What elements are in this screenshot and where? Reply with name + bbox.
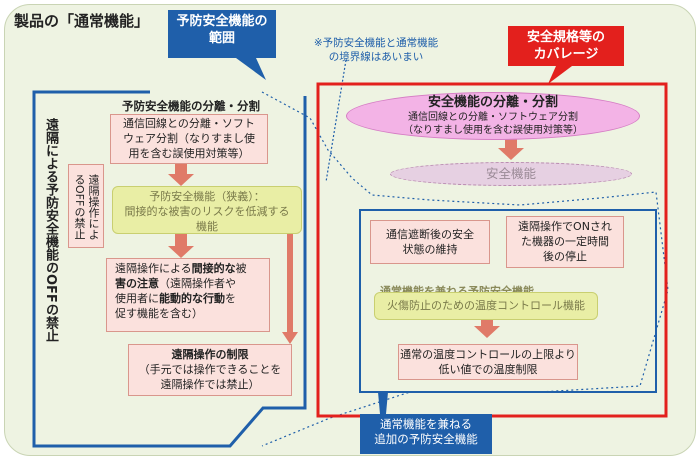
remote-on-stop-box: 遠隔操作でONされた機器の一定時間後の停止 [506, 216, 624, 268]
safety-function-ellipse: 安全機能 [390, 162, 632, 186]
callout-prevent-scope: 予防安全機能の範囲 [168, 10, 276, 58]
boundary-note: ※予防安全機能と通常機能の境界線はあいまい [313, 37, 439, 63]
callout-additional-prevent-function: 通常機能を兼ねる追加の予防安全機能 [360, 414, 492, 454]
indirect-harm-attention-box: 遠隔操作による間接的な被 害の注意（遠隔操作者や 使用者に能動的な行動を 促す機… [106, 258, 270, 332]
remote-limit-box: 遠隔操作の制限（手元では操作できることを遠隔操作では禁止） [128, 344, 292, 396]
note-pointer [325, 59, 347, 183]
left-separation-heading: 予防安全機能の分離・分割 [122, 99, 260, 113]
remote-off-prohibition-label: 遠隔による予防安全機能のOFFの禁止 [43, 118, 58, 342]
page-title: 製品の「通常機能」 [14, 12, 150, 30]
separation-box: 通信回線との分離・ソフトウェア分割（なりすまし使用を含む誤使用対策等） [110, 114, 268, 164]
narrow-prevent-function-box: 予防安全機能（狭義）：間接的な被害のリスクを低減する機能 [112, 186, 302, 234]
standard-coverage-frame [316, 82, 668, 418]
remote-off-box: 遠隔操作によるOFFの禁止 [68, 164, 104, 248]
combined-function-frame [359, 209, 657, 393]
burn-prevention-box: 火傷防止のための温度コントロール機能 [374, 292, 598, 320]
left-arrows [168, 164, 194, 258]
temperature-limit-box: 通常の温度コントロールの上限より低い値での温度制限 [398, 344, 578, 380]
callout-standard-coverage: 安全規格等のカバレージ [508, 26, 624, 66]
bottom-callout-pointer [378, 392, 388, 414]
right-separation-ellipse: 安全機能の分離・分割 通信回線との分離・ソフトウェア分割 （なりすまし使用を含む… [346, 92, 640, 140]
right-arrows [474, 138, 524, 338]
post-cutoff-safe-state-box: 通信遮断後の安全状態の維持 [370, 220, 490, 264]
prevent-scope-frame [32, 90, 307, 448]
